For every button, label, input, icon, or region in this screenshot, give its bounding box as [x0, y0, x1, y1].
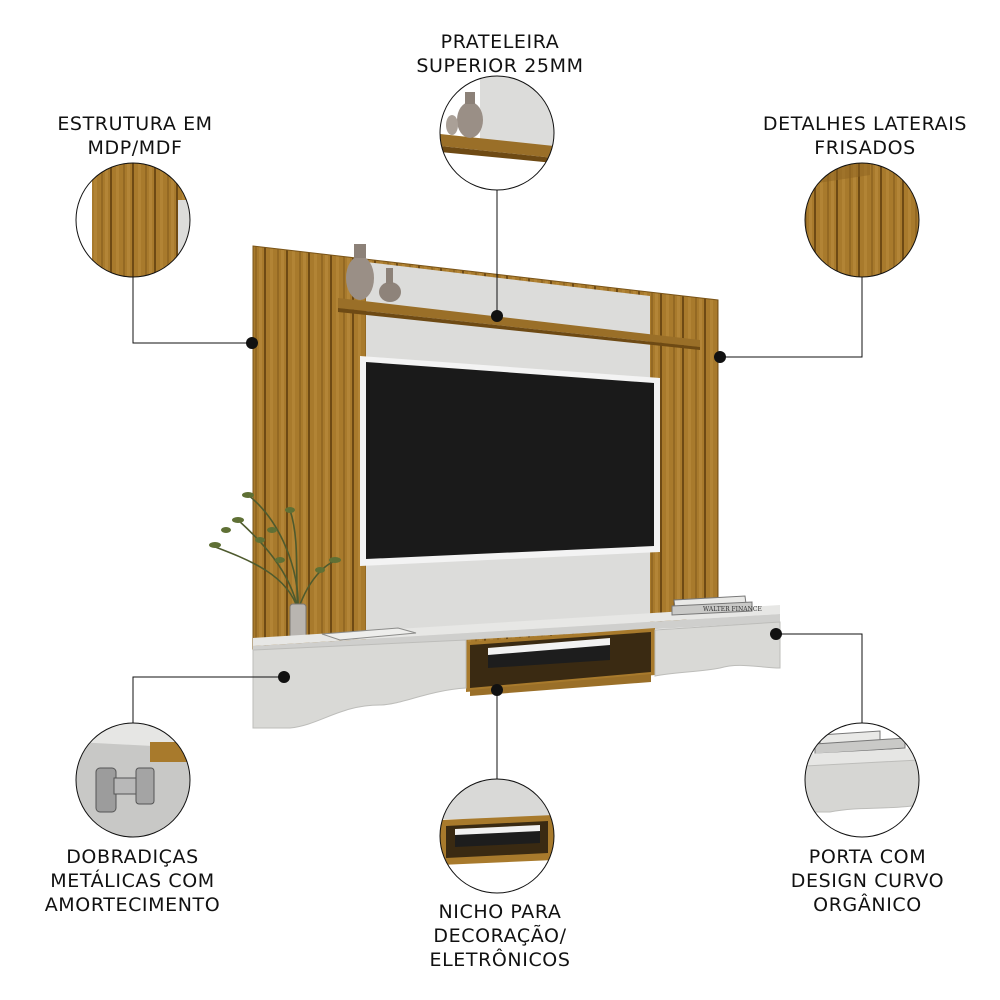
plant-vase [289, 603, 307, 639]
detail-circle-structure [75, 162, 191, 278]
detail-circle-side-details [804, 162, 920, 278]
detail-circle-shelf [439, 75, 555, 191]
tv-screen [360, 356, 660, 566]
plant-decoration [209, 494, 341, 611]
plant-leaves [209, 492, 341, 573]
label-side-details: DETALHES LATERAIS FRISADOS [762, 113, 968, 159]
label-niche: NICHO PARA DECORAÇÃO/ ELETRÔNICOS [429, 901, 571, 971]
label-hinges: DOBRADIÇAS METÁLICAS COM AMORTECIMENTO [44, 846, 221, 916]
magazine [321, 627, 417, 641]
leader-dots [246, 310, 782, 696]
detail-circle-door [804, 722, 920, 838]
detail-circle-hinges [75, 722, 191, 838]
top-shelf [338, 298, 700, 350]
label-structure: ESTRUTURA EM MDP/MDF [57, 113, 213, 159]
detail-circle-niche [439, 778, 555, 894]
leader-lines [132, 190, 863, 779]
label-door: PORTA COM DESIGN CURVO ORGÂNICO [790, 846, 945, 916]
book-spine-text: WALTER FINANCE [703, 606, 762, 613]
books-stack: WALTER FINANCE [671, 595, 762, 616]
vase-decoration [346, 244, 401, 302]
label-shelf: PRATELEIRA SUPERIOR 25MM [416, 31, 584, 77]
